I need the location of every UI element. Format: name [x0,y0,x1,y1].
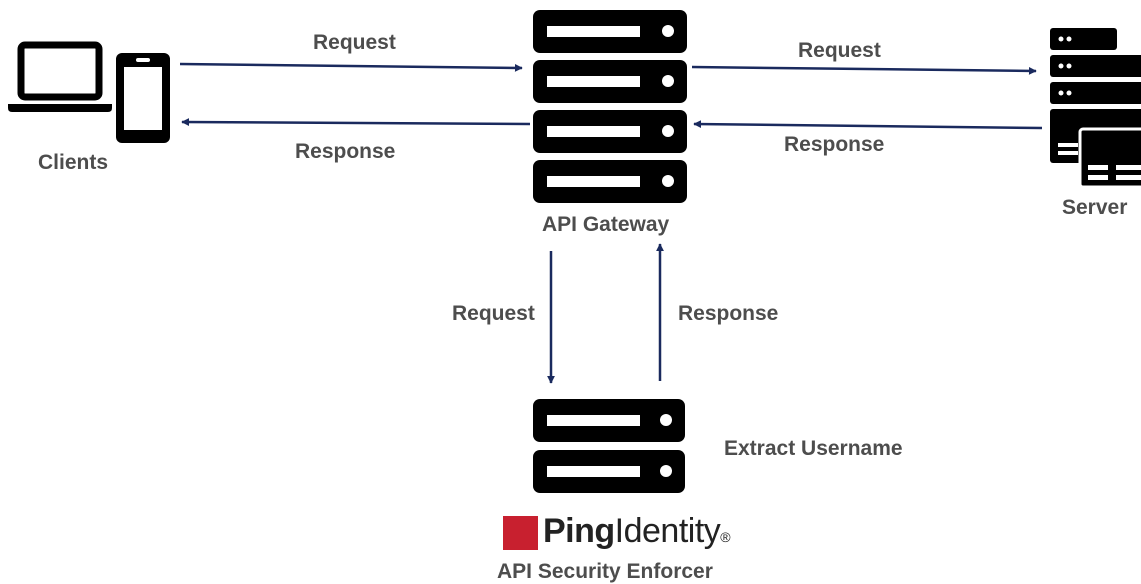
server-request-arrow [691,65,1037,75]
server-label: Server [1062,196,1128,219]
logo-registered-mark: ® [720,529,731,545]
extract-username-label: Extract Username [724,437,903,460]
pingidentity-square-icon [503,516,538,550]
server-stack-icon [1050,28,1141,189]
server-request-label: Request [798,39,881,62]
server-response-label: Response [784,133,885,156]
server-unit-icon [533,399,685,442]
server-unit-icon [533,10,687,53]
enforcer-response-label: Response [678,302,779,325]
logo-identity-text: Identity [614,512,721,550]
api-security-enforcer-label: API Security Enforcer [497,560,713,583]
pingidentity-logo: PingIdentity® [543,512,731,550]
server-response-arrow [693,120,1043,130]
laptop-and-phone-icon [8,41,170,143]
server-unit-icon [533,60,687,103]
client-request-arrow [179,62,523,72]
server-rack-icon [533,399,685,493]
laptop-icon [8,41,112,112]
client-response-arrow [181,118,531,127]
client-response-label: Response [295,140,396,163]
logo-ping-text: Ping [543,512,615,550]
phone-icon [116,53,170,143]
enforcer-request-label: Request [452,302,535,325]
server-unit-icon [533,160,687,203]
server-rack-icon [533,10,687,203]
server-unit-icon [533,450,685,493]
api-gateway-label: API Gateway [542,213,670,236]
client-request-label: Request [313,31,396,54]
clients-label: Clients [38,151,109,174]
server-unit-icon [533,110,687,153]
